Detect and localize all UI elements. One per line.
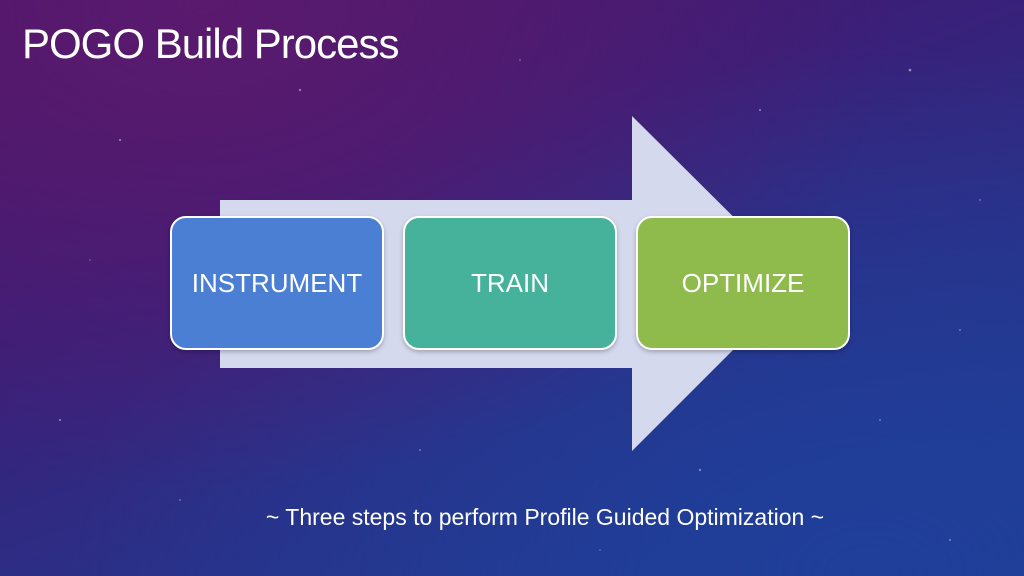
step-instrument: INSTRUMENT: [170, 216, 384, 350]
slide-caption: ~ Three steps to perform Profile Guided …: [265, 504, 825, 530]
step-optimize: OPTIMIZE: [636, 216, 850, 350]
step-train: TRAIN: [403, 216, 617, 350]
step-optimize-label: OPTIMIZE: [681, 267, 805, 298]
step-instrument-label: INSTRUMENT: [191, 267, 363, 298]
step-train-label: TRAIN: [471, 267, 549, 298]
slide-title: POGO Build Process: [22, 20, 399, 67]
